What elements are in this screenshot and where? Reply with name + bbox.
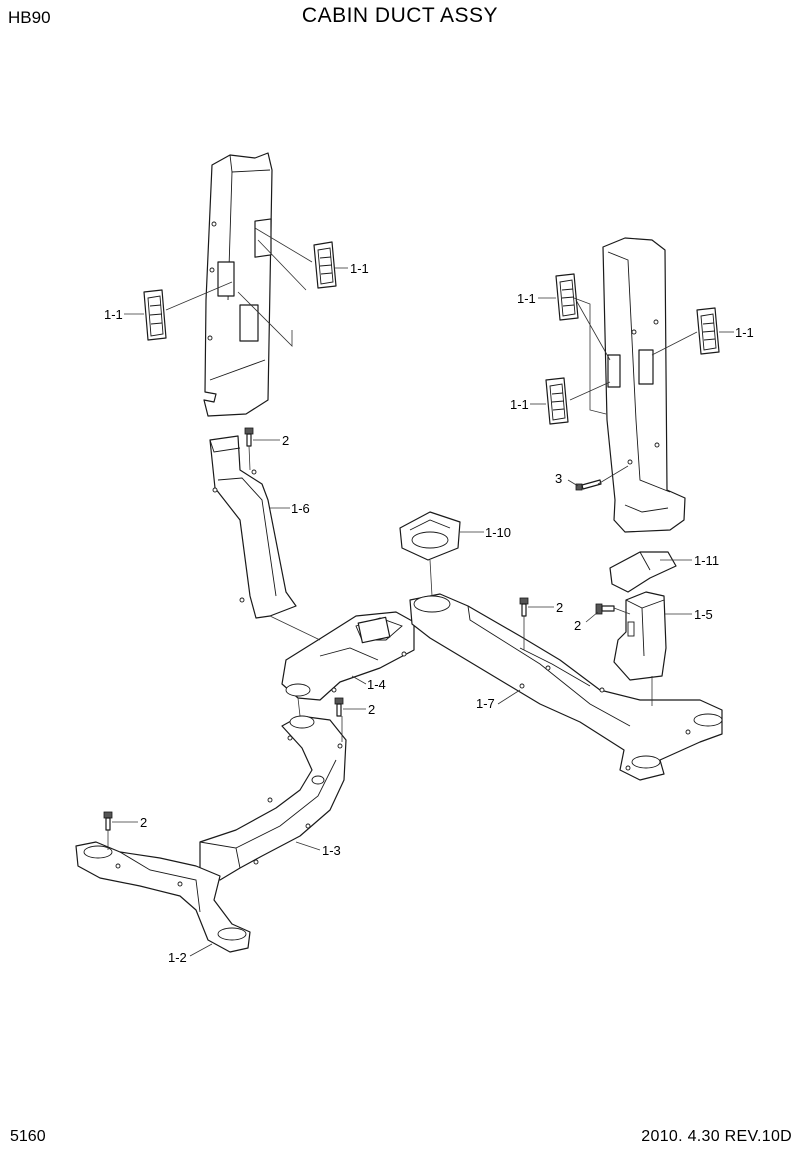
callout-1-4: 1-4 <box>367 677 386 692</box>
model-code: HB90 <box>8 8 51 27</box>
callout-1-10: 1-10 <box>485 525 511 540</box>
louver-lower-right <box>545 377 569 425</box>
louver-lower-left <box>143 289 167 341</box>
duct-1-6 <box>209 435 297 619</box>
louver-upper-right-b <box>696 307 720 355</box>
duct-1-4 <box>281 611 415 701</box>
callout-labels: 1-1 1-1 1-1 1-1 1-1 2 1-6 1-10 3 1-11 2 … <box>104 261 754 965</box>
revision-date: 2010. 4.30 REV.10D <box>641 1128 792 1145</box>
callout-1-5: 1-5 <box>694 607 713 622</box>
callout-1-3: 1-3 <box>322 843 341 858</box>
screw-3 <box>575 479 602 491</box>
callout-1-1-a: 1-1 <box>350 261 369 276</box>
callout-1-1-d: 1-1 <box>735 325 754 340</box>
bolt-mid-right <box>519 597 529 617</box>
louver-upper-right-a <box>555 273 579 321</box>
bolt-upper-left <box>244 427 254 447</box>
duct-1-7 <box>409 593 723 781</box>
callout-1-2: 1-2 <box>168 950 187 965</box>
bolt-1-5 <box>595 603 615 615</box>
callout-1-7: 1-7 <box>476 696 495 711</box>
callout-2-d: 2 <box>368 702 375 717</box>
callout-1-1-e: 1-1 <box>510 397 529 412</box>
page-number: 5160 <box>10 1128 46 1145</box>
callout-2-b: 2 <box>556 600 563 615</box>
connector-1-5 <box>613 591 667 681</box>
callout-2-e: 2 <box>140 815 147 830</box>
callout-1-1-c: 1-1 <box>517 291 536 306</box>
louver-upper-left <box>313 241 337 289</box>
callout-2-a: 2 <box>282 433 289 448</box>
bolt-lower-left <box>103 811 113 831</box>
callout-1-1-b: 1-1 <box>104 307 123 322</box>
callout-3: 3 <box>555 471 562 486</box>
left-pillar-duct <box>203 152 273 417</box>
callout-1-11: 1-11 <box>694 553 719 568</box>
adapter-1-10 <box>399 511 461 561</box>
duct-1-2 <box>75 841 251 953</box>
callout-1-6: 1-6 <box>291 501 310 516</box>
page-title: CABIN DUCT ASSY <box>301 4 499 27</box>
callout-2-c: 2 <box>574 618 581 633</box>
right-pillar-duct <box>602 237 686 533</box>
duct-1-3 <box>199 715 347 881</box>
bolt-mid-left <box>334 697 344 717</box>
cover-1-11 <box>609 551 677 593</box>
